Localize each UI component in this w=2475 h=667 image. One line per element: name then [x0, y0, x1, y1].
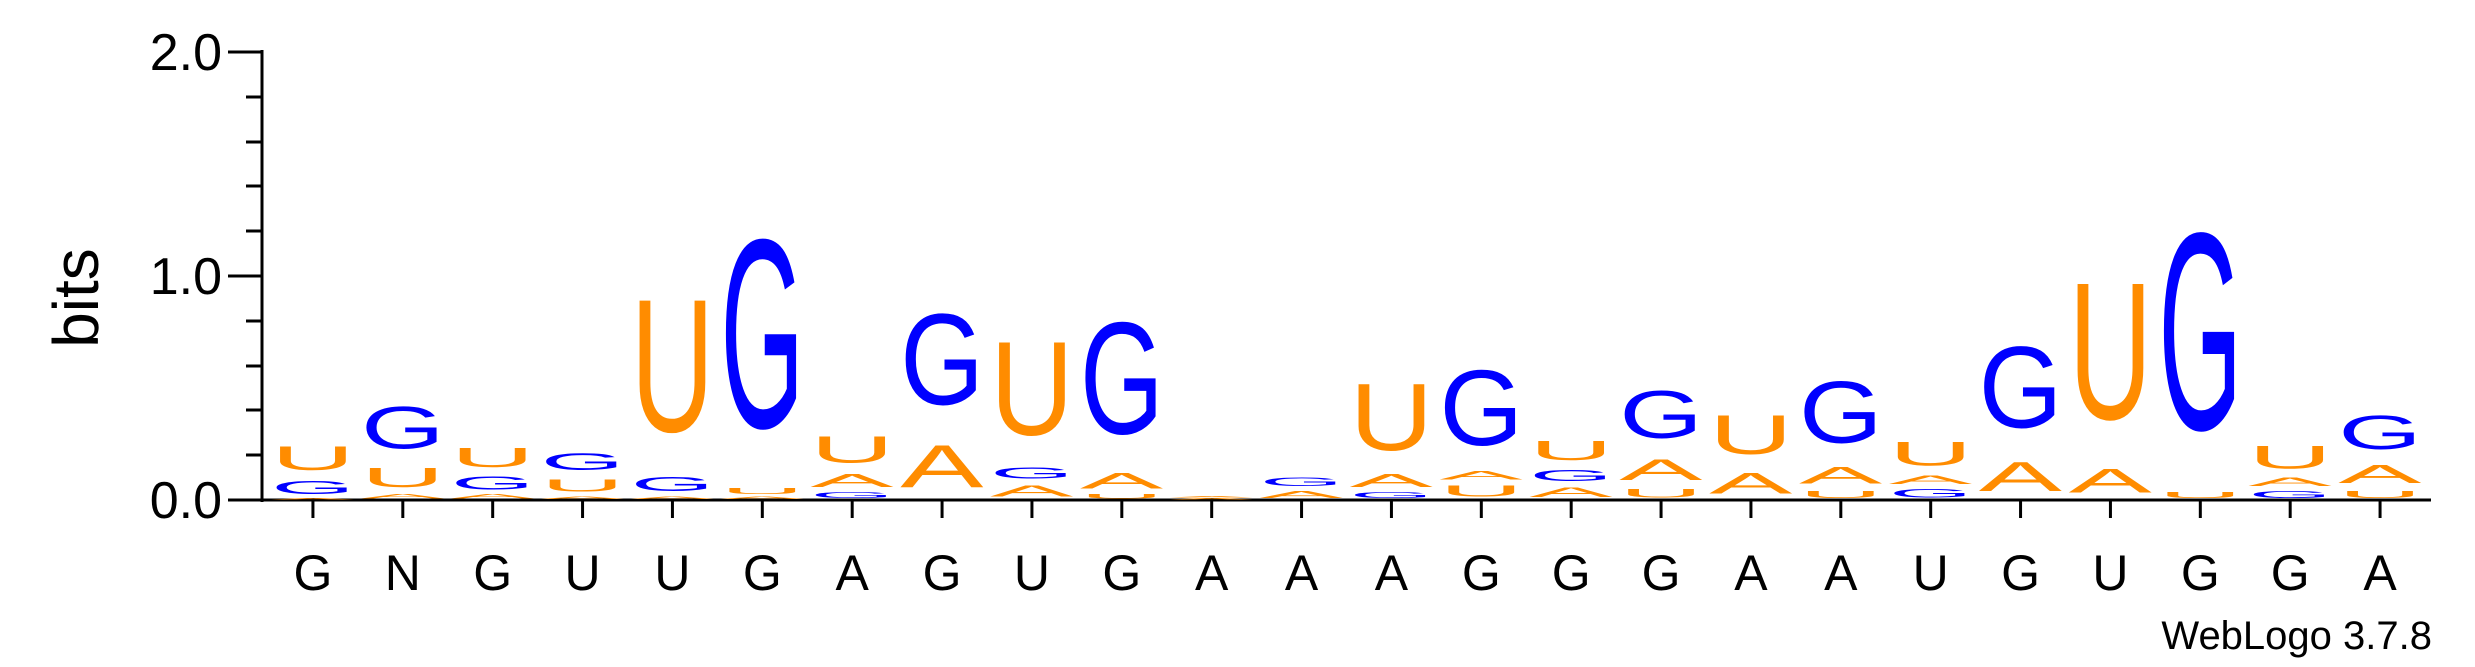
logo-letter-u: U: [2159, 491, 2243, 500]
logo-letter-u: U: [451, 442, 535, 473]
logo-letter-u: U: [2248, 439, 2332, 475]
weblogo-credit: WebLogo 3.7.8: [2161, 614, 2432, 658]
logo-letter-u: U: [1799, 489, 1883, 500]
y-tick-label-0: 0.0: [150, 472, 222, 530]
logo-letter-g: G: [1619, 377, 1703, 453]
logo-letter-g: G: [1080, 289, 1164, 467]
logo-letter-u: U: [1619, 487, 1703, 500]
logo-letter-u: U: [1440, 482, 1524, 500]
logo-letter-a: A: [1350, 471, 1434, 491]
logo-letter-u: U: [1529, 435, 1613, 466]
logo-letter-a: A: [1619, 453, 1703, 486]
logo-letter-g: G: [631, 473, 715, 495]
logo-letter-a: A: [1799, 462, 1882, 489]
logo-letter-a: A: [2338, 460, 2421, 489]
x-tick-label: G: [1642, 545, 1681, 601]
logo-letter-a: A: [541, 495, 624, 499]
logo-letter-g: G: [1979, 323, 2063, 453]
x-tick-label: G: [1552, 545, 1591, 601]
logo-letter-a: A: [1170, 496, 1253, 498]
logo-letter-a: A: [2069, 462, 2152, 500]
x-tick-label: G: [2271, 545, 2310, 601]
logo-letter-u: U: [271, 440, 355, 478]
logo-letter-u: U: [1709, 404, 1793, 466]
logo-letter-g: G: [1440, 347, 1524, 468]
y-minor-ticks: [246, 95, 262, 457]
x-tick-label: G: [293, 545, 332, 601]
x-tick-label: U: [565, 545, 601, 601]
logo-letter-g: G: [810, 491, 894, 500]
y-tick-label-1: 1.0: [150, 248, 222, 306]
logo-letter-u: U: [541, 475, 625, 495]
logo-letter-a: A: [1979, 453, 2062, 500]
logo-letter-a: A: [1709, 467, 1793, 500]
logo-letter-a: A: [1529, 484, 1613, 500]
logo-letter-u: U: [1080, 493, 1164, 500]
logo-letter-g: G: [900, 288, 984, 433]
logo-letter-a: A: [721, 495, 804, 499]
logo-letter-a: A: [631, 495, 714, 499]
logo-letter-g: G: [2159, 175, 2243, 490]
logo-letter-u: U: [990, 314, 1074, 464]
x-tick-label: A: [1195, 545, 1229, 601]
logo-letter-g: G: [2338, 406, 2422, 460]
x-tick-label: U: [654, 545, 690, 601]
logo-letter-g: G: [2248, 489, 2332, 500]
logo-letter-a: A: [990, 482, 1074, 500]
x-tick-label: U: [1913, 545, 1949, 601]
x-tick-label: G: [2001, 545, 2040, 601]
x-tick-label: U: [1014, 545, 1050, 601]
x-ticks: [311, 500, 2382, 518]
logo-letter-a: A: [2248, 475, 2331, 488]
x-tick-label: U: [2092, 545, 2128, 601]
x-tick-label: A: [836, 545, 870, 601]
logo-letter-a: A: [810, 471, 894, 491]
logo-letter-u: U: [1350, 363, 1434, 470]
logo-letter-g: G: [1799, 363, 1883, 462]
logo-letter-u: U: [721, 487, 805, 496]
logo-letter-a: A: [1260, 489, 1343, 500]
logo-letter-a: A: [451, 493, 534, 500]
logo-letter-a: A: [1889, 473, 1972, 486]
logo-letter-a: A: [900, 432, 984, 499]
logo-letter-g: G: [361, 395, 445, 462]
logo-letter-g: G: [271, 478, 355, 498]
logo-letter-g: G: [451, 473, 535, 493]
x-tick-label: A: [1824, 545, 1858, 601]
logo-letter-u: U: [631, 261, 715, 472]
logo-letter-g: G: [1889, 487, 1973, 500]
x-tick-label: G: [1102, 545, 1141, 601]
x-tick-label: G: [923, 545, 962, 601]
x-tick-label: A: [2363, 545, 2397, 601]
logo-letter-u: U: [810, 429, 894, 471]
x-tick-label: G: [1462, 545, 1501, 601]
logo-letter-a: A: [271, 498, 354, 500]
logo-letter-g: G: [990, 464, 1074, 482]
logo-letter-g: G: [1350, 491, 1434, 500]
logo-letter-a: A: [361, 493, 444, 500]
x-tick-label: A: [1734, 545, 1768, 601]
logo-letter-a: A: [1440, 469, 1523, 482]
logo-letter-u: U: [2338, 489, 2422, 500]
x-tick-label: A: [1285, 545, 1319, 601]
x-tick-label: G: [2181, 545, 2220, 601]
logo-letter-g: G: [1529, 466, 1613, 484]
logo-letter-a: A: [1080, 469, 1164, 494]
x-tick-label: G: [473, 545, 512, 601]
logo-letter-u: U: [2069, 242, 2153, 461]
logo-letter-u: U: [1889, 435, 1973, 473]
logo-letter-g: G: [541, 449, 625, 476]
x-tick-label: A: [1375, 545, 1409, 601]
x-tick-label: N: [385, 545, 421, 601]
logo-letter-g: G: [1260, 475, 1344, 488]
y-tick-label-2: 2.0: [150, 24, 222, 82]
x-tick-label: G: [743, 545, 782, 601]
logo-letter-a: A: [1170, 498, 1253, 500]
logo-letter-g: G: [721, 183, 805, 485]
logo-letter-u: U: [361, 462, 445, 493]
y-axis-label: bits: [40, 248, 112, 348]
